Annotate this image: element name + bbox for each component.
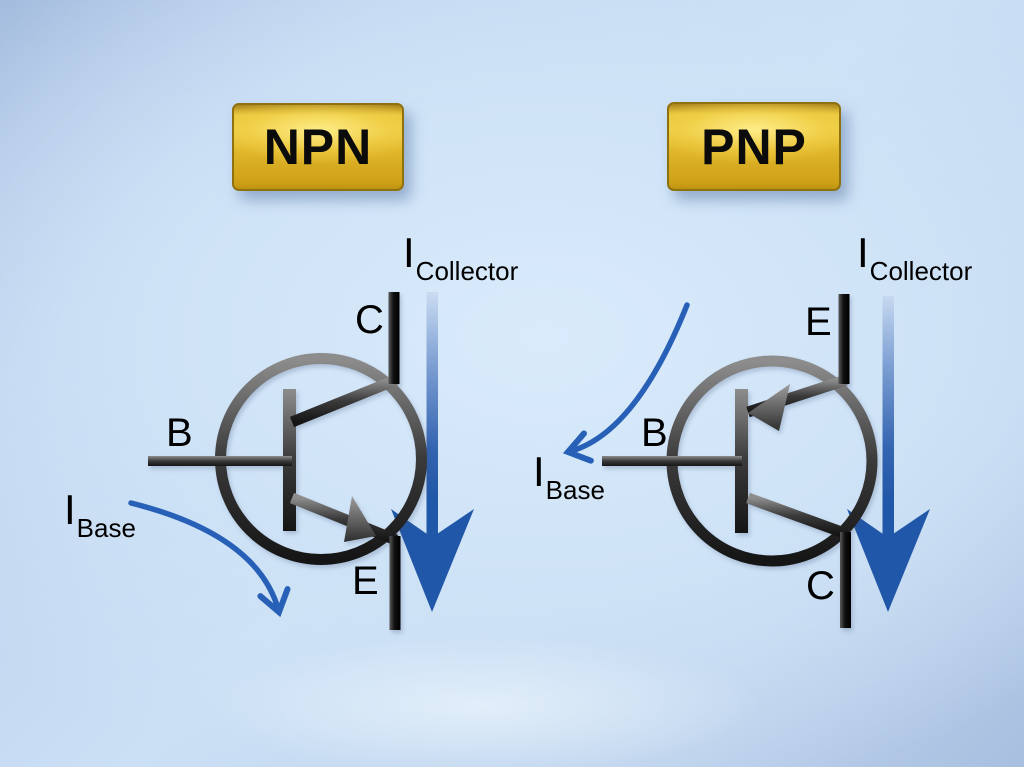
pnp-emitter-terminal-label: E: [805, 300, 832, 344]
pnp-collector-arrow-head: [847, 509, 930, 612]
npn-emitter-arrowhead-icon: [344, 496, 376, 542]
pnp-base-terminal-label: B: [641, 411, 668, 455]
pnp-collector-current-arrow-icon: [847, 296, 930, 612]
npn-collector-terminal-label: C: [355, 298, 384, 342]
pnp-collector-terminal-label: C: [806, 564, 835, 608]
current-symbol: I: [857, 229, 869, 276]
pnp-collector-diagonal: [746, 492, 849, 540]
npn-emitter-terminal-label: E: [352, 559, 379, 603]
npn-collector-lead: [388, 292, 400, 384]
current-subscript: Collector: [869, 256, 973, 286]
current-symbol: I: [403, 229, 415, 276]
current-symbol: I: [533, 448, 545, 495]
pnp-collector-lead: [840, 532, 851, 628]
npn-collector-diagonal: [289, 374, 399, 428]
npn-emitter-diagonal: [289, 492, 399, 546]
pnp-collector-arrow-shaft: [882, 296, 894, 538]
npn-badge-label: NPN: [263, 119, 373, 175]
npn-collector-arrow-head: [391, 509, 474, 612]
npn-base-current-label: IBase: [64, 486, 136, 542]
npn-transistor-symbol: [148, 292, 427, 630]
pnp-base-current-arrow-icon: [562, 302, 690, 464]
pnp-emitter-arrowhead-icon: [748, 384, 790, 431]
current-subscript: Base: [545, 475, 605, 505]
current-symbol: I: [64, 486, 76, 533]
pnp-base-lead: [602, 456, 742, 466]
npn-base-lead: [148, 456, 292, 466]
current-subscript: Base: [76, 513, 136, 543]
pnp-badge-label: PNP: [701, 118, 807, 175]
pnp-type-badge: PNP: [667, 102, 841, 191]
npn-collector-current-label: ICollector: [403, 229, 518, 285]
pnp-emitter-lead: [838, 294, 850, 384]
npn-base-terminal-label: B: [166, 411, 193, 455]
npn-type-badge: NPN: [232, 103, 404, 191]
current-subscript: Collector: [415, 256, 519, 286]
pnp-collector-current-label: ICollector: [857, 229, 972, 285]
npn-emitter-lead: [389, 536, 401, 630]
npn-collector-current-arrow-icon: [391, 292, 474, 612]
npn-base-current-arrow-icon: [128, 500, 291, 618]
pnp-transistor-symbol: [602, 294, 878, 628]
pnp-base-current-label: IBase: [533, 448, 605, 504]
npn-collector-arrow-shaft: [426, 292, 438, 538]
